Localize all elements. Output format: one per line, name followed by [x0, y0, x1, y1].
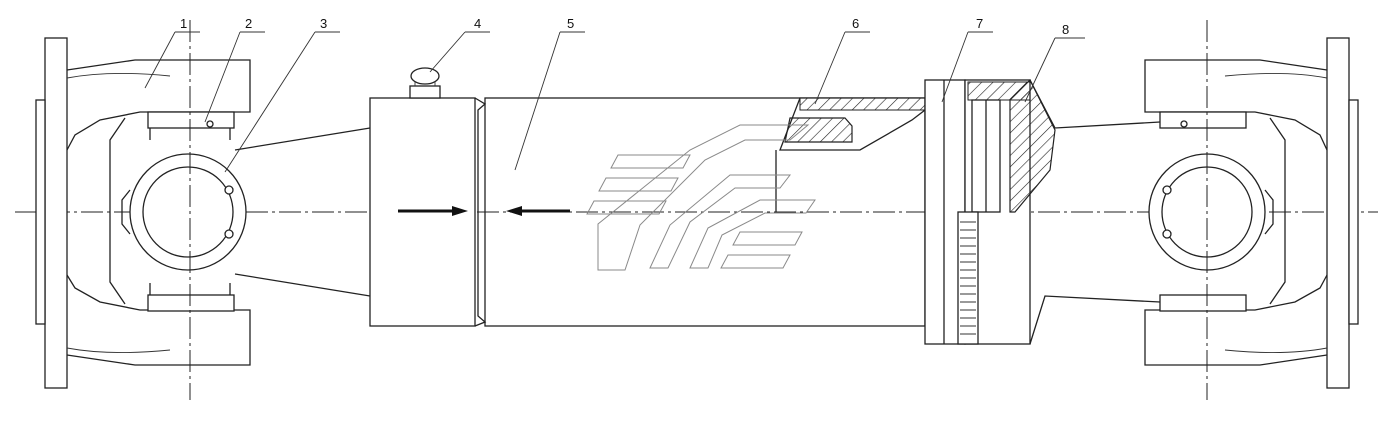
callout-3-label: 3 — [320, 16, 327, 31]
left-spider-ring — [129, 153, 247, 271]
callout-4: 4 — [429, 16, 490, 73]
callout-7-label: 7 — [976, 16, 983, 31]
spline-section — [775, 97, 926, 212]
left-taper — [234, 127, 371, 297]
left-bearing-cap-bottom — [147, 294, 235, 312]
callout-1-label: 1 — [180, 16, 187, 31]
tube-yoke-section — [1009, 78, 1056, 213]
callout-6: 6 — [814, 16, 870, 105]
callout-7: 7 — [941, 16, 993, 103]
right-flange-yoke — [1144, 20, 1359, 400]
left-bearing-cap-top — [147, 111, 235, 129]
callout-6-label: 6 — [852, 16, 859, 31]
callout-5: 5 — [514, 16, 585, 171]
left-flange-plate — [44, 37, 68, 389]
callout-3: 3 — [224, 16, 340, 173]
watermark-logo — [586, 124, 816, 271]
callout-2-label: 2 — [245, 16, 252, 31]
right-taper — [1029, 79, 1161, 345]
callout-2: 2 — [204, 16, 265, 123]
callout-8: 8 — [1024, 22, 1085, 103]
callout-5-label: 5 — [567, 16, 574, 31]
callout-1: 1 — [144, 16, 200, 89]
left-flange-yoke — [35, 20, 251, 400]
grease-nipple-head — [410, 67, 440, 85]
grease-nipple-base — [409, 85, 441, 99]
left-flange-pilot — [35, 99, 46, 325]
callout-8-label: 8 — [1062, 22, 1069, 37]
callout-4-label: 4 — [474, 16, 481, 31]
